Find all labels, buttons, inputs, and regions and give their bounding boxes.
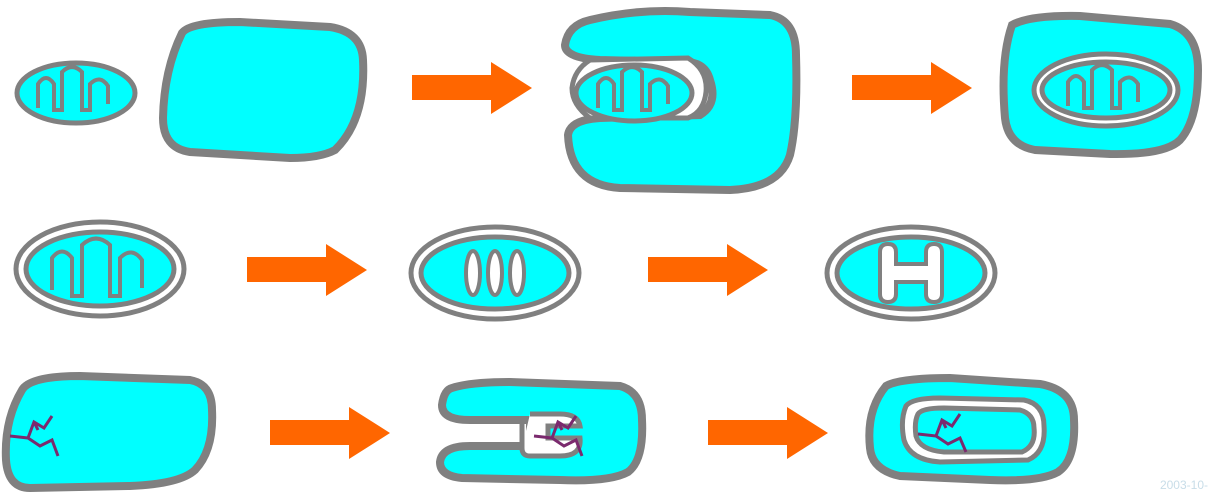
vesicle-organelle xyxy=(411,227,579,319)
arrow-row3-1 xyxy=(270,407,390,459)
double-membrane-organelle xyxy=(16,222,184,316)
free-mitochondrion xyxy=(17,63,135,123)
footer-date: 2003-10- xyxy=(1160,478,1208,492)
row-3-nucleus-formation xyxy=(6,376,1074,488)
host-cell xyxy=(163,22,363,158)
arrow-row1-2 xyxy=(852,62,972,114)
row-1-mitochondrion-engulfment xyxy=(17,11,1198,190)
arrow-row1-1 xyxy=(412,62,532,114)
endosymbiont-cell xyxy=(1004,16,1198,154)
arrow-row3-2 xyxy=(708,407,828,459)
prokaryote-cell xyxy=(6,376,212,488)
invaginating-cell xyxy=(440,382,642,480)
arrow-row2-2 xyxy=(648,244,768,296)
arrow-row2-1 xyxy=(247,244,367,296)
nucleated-cell xyxy=(869,378,1074,480)
thylakoid-organelle xyxy=(827,227,995,319)
engulfing-cell xyxy=(565,11,796,190)
row-2-chloroplast-formation xyxy=(16,222,995,319)
